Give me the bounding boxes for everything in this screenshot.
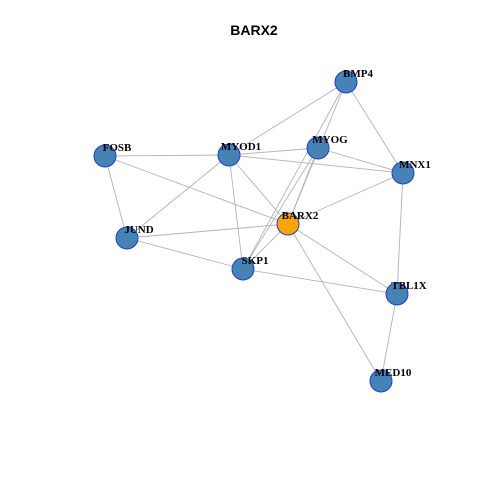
- edge-jund-barx2: [126, 223, 289, 239]
- node-myog: MYOG: [306, 134, 348, 160]
- edge-barx2-med10: [287, 223, 382, 382]
- edge-myog-skp1: [242, 147, 319, 270]
- edge-mnx1-barx2: [287, 172, 404, 225]
- node-bmp4: BMP4: [334, 68, 373, 94]
- node-label-tbl1x: TBL1X: [391, 280, 427, 292]
- node-label-myod1: MYOD1: [221, 141, 261, 153]
- node-mnx1: MNX1: [391, 159, 431, 185]
- node-label-skp1: SKP1: [242, 255, 269, 267]
- edge-skp1-tbl1x: [242, 268, 398, 295]
- node-label-med10: MED10: [375, 367, 412, 379]
- edge-myod1-jund: [126, 154, 230, 239]
- edge-myod1-barx2: [228, 154, 289, 225]
- edge-bmp4-myod1: [228, 81, 347, 156]
- edge-tbl1x-med10: [380, 293, 398, 382]
- node-label-jund: JUND: [124, 224, 153, 236]
- node-circle-bmp4: [334, 70, 358, 94]
- edge-myod1-myog: [228, 147, 319, 156]
- node-label-fosb: FOSB: [103, 142, 132, 154]
- edge-myod1-skp1: [228, 154, 244, 270]
- node-circle-med10: [369, 369, 393, 393]
- node-label-barx2: BARX2: [282, 210, 319, 222]
- node-circle-jund: [115, 226, 139, 250]
- node-label-mnx1: MNX1: [399, 159, 431, 171]
- node-med10: MED10: [369, 367, 412, 393]
- diagram-title: BARX2: [230, 22, 278, 38]
- edge-bmp4-skp1: [242, 81, 347, 270]
- edge-myod1-mnx1: [228, 154, 404, 174]
- node-barx2: BARX2: [276, 210, 319, 236]
- edge-myog-mnx1: [317, 147, 404, 174]
- node-tbl1x: TBL1X: [385, 280, 427, 306]
- edge-mnx1-tbl1x: [396, 172, 404, 295]
- edge-fosb-jund: [104, 155, 128, 239]
- node-label-myog: MYOG: [312, 134, 348, 146]
- node-fosb: FOSB: [93, 142, 132, 168]
- node-myod1: MYOD1: [217, 141, 261, 167]
- edge-bmp4-mnx1: [345, 81, 404, 174]
- node-circle-myog: [306, 136, 330, 160]
- node-circle-barx2: [276, 212, 300, 236]
- node-label-bmp4: BMP4: [343, 68, 373, 80]
- node-circle-myod1: [217, 143, 241, 167]
- node-skp1: SKP1: [231, 255, 269, 281]
- edge-myog-barx2: [287, 147, 319, 225]
- node-circle-fosb: [93, 144, 117, 168]
- edge-fosb-barx2: [104, 155, 289, 225]
- node-circle-mnx1: [391, 161, 415, 185]
- node-jund: JUND: [115, 224, 154, 250]
- node-circle-tbl1x: [385, 282, 409, 306]
- edge-jund-skp1: [126, 237, 244, 270]
- edge-barx2-tbl1x: [287, 223, 398, 295]
- edge-fosb-myod1: [104, 154, 230, 157]
- node-circle-skp1: [231, 257, 255, 281]
